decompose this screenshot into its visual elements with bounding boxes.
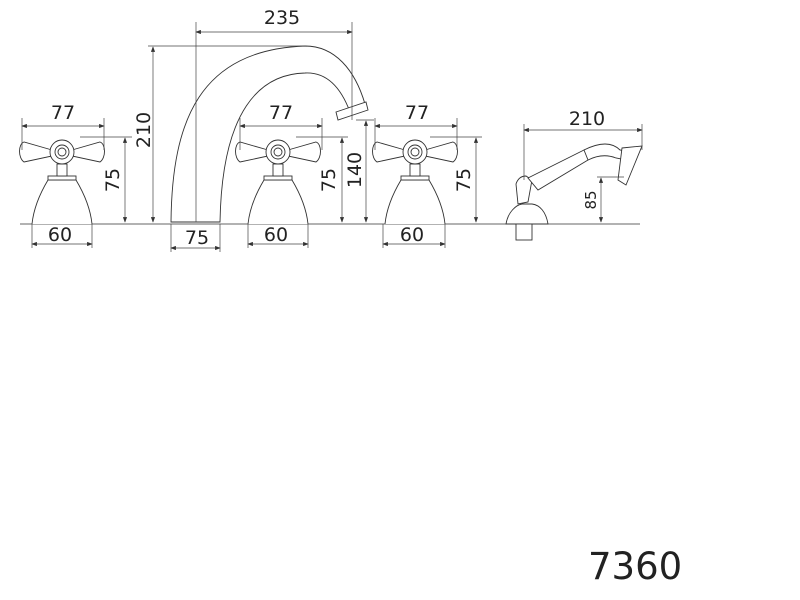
right-valve: 77 75 60 (372, 102, 482, 248)
left-valve: 77 75 60 (19, 102, 132, 248)
middle-valve-height-label: 75 (318, 168, 340, 192)
right-valve-height-label: 75 (453, 168, 475, 192)
hand-shower: 210 85 (505, 108, 643, 241)
middle-valve: 77 75 60 (235, 102, 348, 248)
right-valve-width-label: 77 (405, 102, 429, 124)
spout: 235 210 75 140 (133, 7, 374, 252)
left-valve-base-label: 60 (48, 224, 72, 246)
spout-base-label: 75 (185, 227, 209, 249)
spout-height-label: 210 (133, 112, 155, 148)
spout-outlet-height-label: 140 (344, 152, 366, 188)
right-valve-base-label: 60 (400, 224, 424, 246)
model-number: 7360 (588, 545, 683, 588)
hand-shower-height-label: 85 (582, 190, 600, 209)
middle-valve-width-label: 77 (269, 102, 293, 124)
left-valve-width-label: 77 (51, 102, 75, 124)
middle-valve-base-label: 60 (264, 224, 288, 246)
hand-shower-length-label: 210 (569, 108, 605, 130)
left-valve-height-label: 75 (102, 168, 124, 192)
spout-reach-label: 235 (264, 7, 300, 29)
